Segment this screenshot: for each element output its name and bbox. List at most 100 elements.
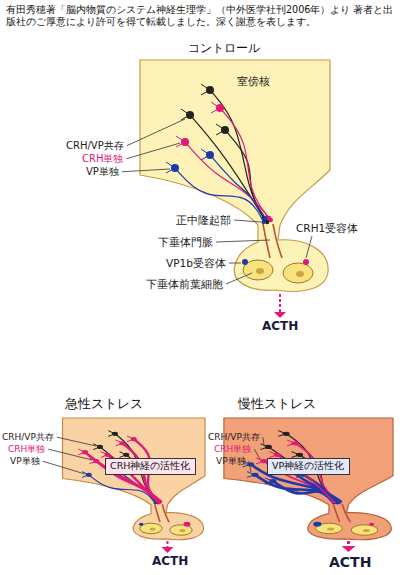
pituitary-cell — [351, 525, 378, 536]
pituitary-cell — [170, 525, 193, 536]
leader-line — [254, 449, 260, 459]
leader-line — [234, 220, 261, 222]
neuron-type-label: VP単独 — [10, 456, 40, 466]
cell-body — [112, 432, 118, 436]
panel-heading: コントロール — [188, 42, 260, 56]
leader-line — [249, 461, 251, 472]
cell-body — [171, 164, 179, 172]
part-label: 下垂体門脈 — [158, 236, 213, 248]
crh-receptor — [369, 523, 374, 526]
cell-body — [296, 453, 303, 457]
panel-heading: 急性ストレス — [65, 397, 143, 412]
part-label: 下垂体前葉細胞 — [146, 278, 223, 290]
panel-svg — [130, 60, 330, 292]
leader-line — [122, 169, 170, 172]
hormone-label: ACTH — [152, 555, 188, 569]
nerve-terminal — [337, 502, 341, 504]
panel-title: 急性ストレス — [65, 397, 143, 412]
vp-receptor — [313, 522, 321, 527]
arrowhead — [342, 546, 356, 552]
leader-line — [229, 263, 241, 264]
cell-nucleus — [256, 268, 264, 274]
crh-receptor — [303, 259, 309, 265]
stress-panel: コントロール — [130, 60, 330, 292]
panel-heading: 慢性ストレス — [238, 397, 316, 412]
cell-body — [251, 473, 258, 477]
brain-outline — [140, 60, 330, 291]
cell-body — [186, 111, 194, 119]
cell-body — [216, 104, 224, 112]
panel-svg — [55, 418, 205, 540]
cell-nucleus — [327, 527, 334, 530]
vp-receptor — [242, 259, 248, 265]
leader-line — [306, 236, 312, 258]
cell-body — [120, 441, 126, 445]
credit-caption: 有田秀穂著「脳内物質のシステム神経生理学」（中外医学社刊2006年）より 著者と… — [6, 4, 398, 29]
panel-illustration — [63, 418, 206, 540]
cell-body — [247, 462, 254, 466]
leader-line — [216, 240, 270, 242]
axon — [220, 108, 271, 220]
cell-body — [221, 126, 229, 134]
pituitary-cell — [283, 263, 313, 283]
acth-arrow — [279, 294, 281, 313]
nerve-terminal — [261, 220, 265, 224]
neuron-type-label: CRH単独 — [82, 153, 123, 165]
leader-line — [57, 437, 96, 446]
cell-body — [131, 437, 137, 441]
box-text: VP神経の活性化 — [272, 461, 345, 472]
portal-vessel — [333, 504, 339, 522]
cell-body — [82, 450, 88, 454]
cell-body — [206, 151, 214, 159]
neuron-type-label: CRH単独 — [8, 444, 45, 454]
cell-nucleus — [363, 529, 370, 532]
brain-outline — [63, 418, 206, 540]
axon — [175, 168, 264, 222]
axon — [185, 142, 269, 218]
nerve-terminal — [269, 218, 273, 222]
axon — [273, 481, 337, 502]
crh-receptor — [184, 522, 191, 527]
cell-body — [283, 432, 290, 436]
page-layer — [122, 119, 312, 318]
axon — [190, 115, 264, 218]
cell-body — [123, 453, 129, 457]
box-text: CRH神経の活性化 — [110, 461, 191, 472]
axon — [210, 155, 265, 218]
neuron-type-label: CRH/VP共存 — [66, 140, 124, 152]
pituitary-cell — [140, 523, 163, 534]
leader-line — [263, 437, 264, 445]
region-label: 室傍核 — [237, 76, 270, 89]
cell-body — [181, 138, 189, 146]
leader-line — [43, 461, 85, 474]
page-layer — [43, 437, 174, 553]
panel-title: 慢性ストレス — [238, 397, 316, 412]
cell-body — [269, 479, 276, 483]
portal-vessel — [263, 224, 270, 258]
cell-body — [97, 445, 103, 449]
cell-body — [274, 453, 281, 457]
nerve-terminal — [332, 501, 336, 503]
activation-box: CRH神経の活性化 — [105, 458, 196, 475]
cell-nucleus — [150, 527, 156, 530]
neuron-type-label: VP単独 — [216, 456, 246, 466]
acth-arrow — [167, 541, 169, 548]
panel-title: コントロール — [188, 42, 260, 56]
neuron-type-label: CRH/VP共存 — [2, 432, 54, 442]
activation-box: VP神経の活性化 — [267, 458, 350, 475]
pituitary-cell — [243, 260, 273, 280]
stress-panel: 急性ストレスCRH神経の活性化 — [55, 418, 205, 540]
neuron-type-label: CRH/VP共存 — [208, 432, 260, 442]
hormone-label: ACTH — [262, 320, 298, 334]
cell-body — [105, 453, 111, 457]
cell-body — [206, 86, 214, 94]
neuron-type-label: VP単独 — [86, 166, 119, 178]
nerve-terminal — [338, 500, 342, 502]
vp-receptor — [139, 523, 144, 526]
leader-line — [126, 143, 180, 159]
portal-vessel — [273, 224, 282, 258]
page-layer — [249, 437, 356, 552]
leader-line — [226, 273, 252, 284]
leader-line — [48, 449, 92, 460]
nerve-terminal — [158, 502, 161, 504]
